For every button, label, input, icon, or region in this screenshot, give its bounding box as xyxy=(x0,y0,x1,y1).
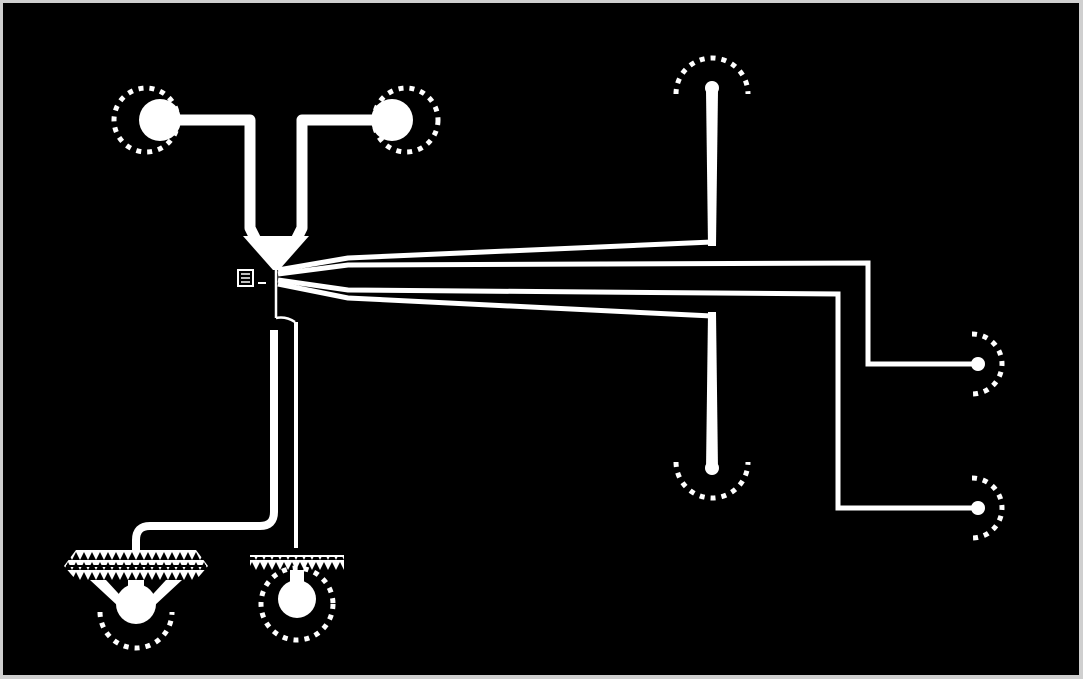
outlet-right-upper-port xyxy=(971,357,985,371)
outlet-right-lower xyxy=(971,475,1005,541)
outlet-right-lower-port xyxy=(971,501,985,515)
outlet-top-channel-taper xyxy=(706,90,718,246)
filter-reservoir-left xyxy=(64,330,278,651)
outlet-middle-channel-taper xyxy=(706,312,718,470)
inlet-2 xyxy=(291,85,441,243)
branch-channel-right-lower xyxy=(277,277,980,511)
outlet-right-upper xyxy=(971,331,1005,397)
inlet-1-channel xyxy=(160,114,261,243)
side-chamber xyxy=(237,269,266,287)
outlet-top-port xyxy=(705,81,719,95)
inlet-1 xyxy=(111,85,261,243)
inlet-junction-funnel xyxy=(243,236,309,270)
filter-left-port xyxy=(116,584,156,624)
outlet-right-lower-ring xyxy=(971,475,1005,541)
filter-right-port-ring xyxy=(258,565,336,643)
inlet-2-channel xyxy=(291,114,392,243)
outlet-right-upper-ring xyxy=(971,331,1005,397)
filter-right-port xyxy=(278,580,316,618)
trunk-bend xyxy=(275,316,296,324)
outlet-middle-ring xyxy=(673,461,751,501)
outlet-top xyxy=(673,55,751,95)
filter-left-feed-channel xyxy=(132,330,278,552)
branch-channel-right-upper xyxy=(277,260,980,367)
filter-reservoir-right xyxy=(250,322,344,643)
outlet-top-ring xyxy=(673,55,751,95)
outlet-middle-port xyxy=(705,461,719,475)
filter-left-port-ring xyxy=(97,611,175,651)
outlet-middle xyxy=(673,461,751,501)
filter-right-body xyxy=(250,556,344,570)
